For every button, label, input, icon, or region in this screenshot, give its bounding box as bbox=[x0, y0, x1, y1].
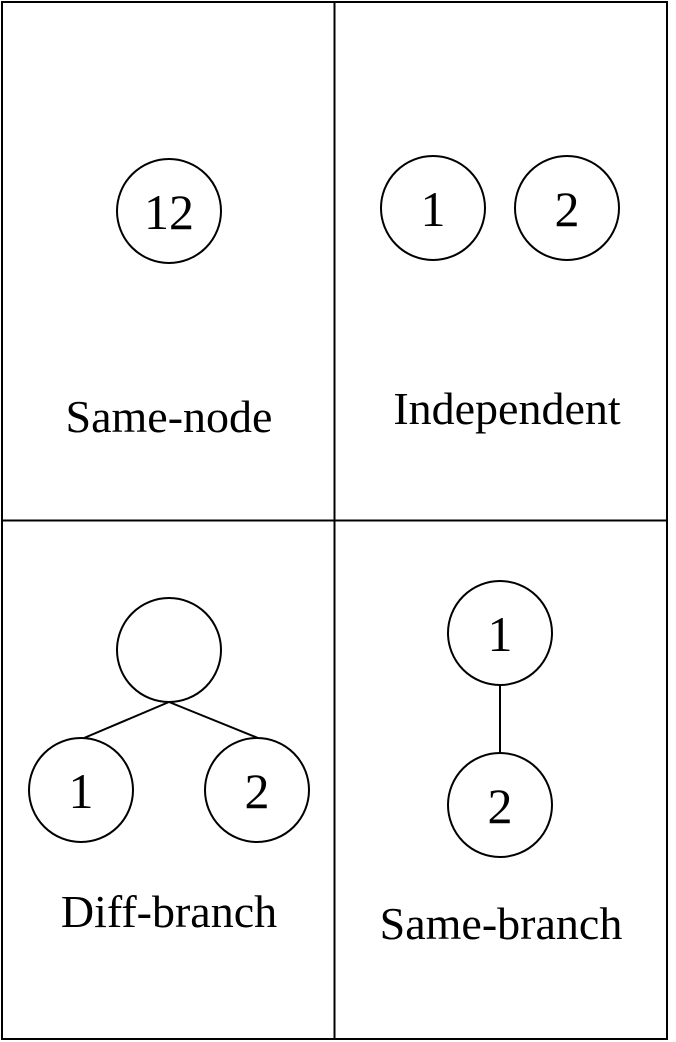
caption-diff-branch: Diff-branch bbox=[61, 886, 277, 937]
node-circle-2 bbox=[514, 155, 620, 261]
node-label-2: 2 bbox=[555, 181, 580, 237]
bottom-node-circle bbox=[447, 752, 553, 858]
child-node-circle-1 bbox=[28, 737, 134, 843]
caption-same-branch: Same-branch bbox=[380, 898, 623, 949]
edge-parent-child-1 bbox=[83, 701, 170, 739]
child-node-label-1: 1 bbox=[69, 763, 94, 819]
panel-same-branch: 1 2 Same-branch bbox=[380, 580, 623, 949]
panel-same-node: 12 Same-node bbox=[66, 158, 273, 442]
node-label: 12 bbox=[144, 184, 194, 240]
child-node-circle-2 bbox=[204, 737, 310, 843]
node-circle bbox=[116, 158, 222, 264]
node-label-1: 1 bbox=[421, 181, 446, 237]
caption-independent: Independent bbox=[393, 383, 621, 434]
caption-same-node: Same-node bbox=[66, 391, 273, 442]
top-node-circle bbox=[447, 580, 553, 686]
child-node-label-2: 2 bbox=[245, 763, 270, 819]
edge-parent-child-2 bbox=[168, 701, 259, 739]
panel-independent: 1 2 Independent bbox=[380, 155, 621, 434]
parent-node-circle bbox=[116, 597, 222, 703]
panel-diff-branch: 1 2 Diff-branch bbox=[28, 597, 310, 937]
top-node-label: 1 bbox=[488, 606, 513, 662]
bottom-node-label: 2 bbox=[488, 778, 513, 834]
node-circle-1 bbox=[380, 155, 486, 261]
